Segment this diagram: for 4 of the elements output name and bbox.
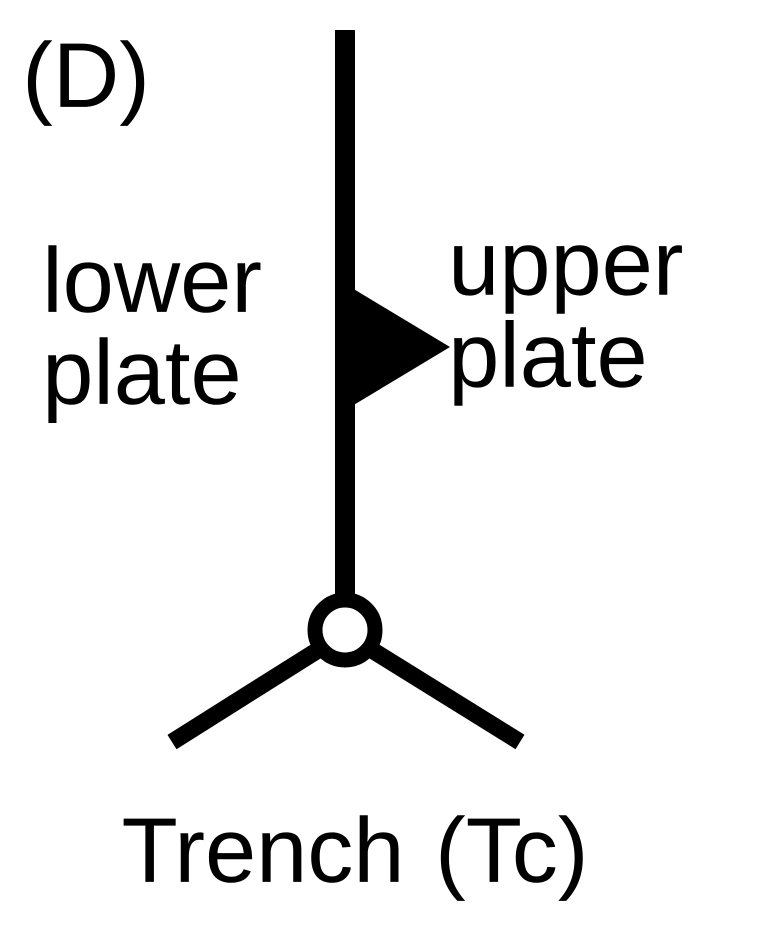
plate-label: lower plate [48, 245, 260, 423]
plate-label: upper plate [454, 245, 682, 406]
junction-label: Trench (Tc) [124, 815, 583, 901]
panel-label: (D) [28, 40, 144, 126]
